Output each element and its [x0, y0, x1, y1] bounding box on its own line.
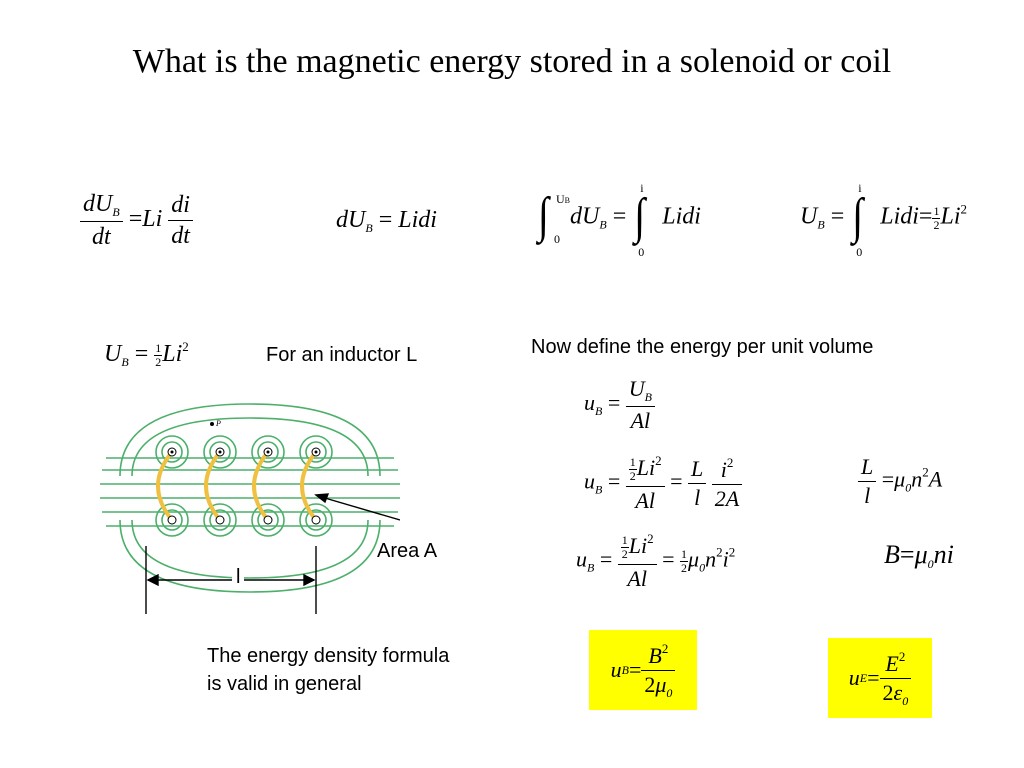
area-label: Area A — [377, 540, 438, 562]
length-label: l — [232, 566, 245, 589]
general-statement-line2: is valid in general — [207, 673, 362, 695]
general-statement-line1: The energy density formula — [207, 645, 450, 667]
solenoid-diagram: P — [100, 403, 400, 614]
general-statement: The energy density formula is valid in g… — [207, 642, 449, 698]
svg-text:P: P — [215, 419, 221, 428]
equation-integral: ∫ UB 0 dUB = i ∫ 0 Lidi — [538, 181, 701, 259]
energy-per-volume-label: Now define the energy per unit volume — [531, 336, 874, 358]
inductor-label: For an inductor L — [266, 344, 418, 366]
equation-solenoid-field: B=μ0ni — [884, 540, 954, 571]
equation-differential: dUB = Lidi — [336, 207, 437, 235]
slide-title: What is the magnetic energy stored in a … — [132, 43, 892, 80]
